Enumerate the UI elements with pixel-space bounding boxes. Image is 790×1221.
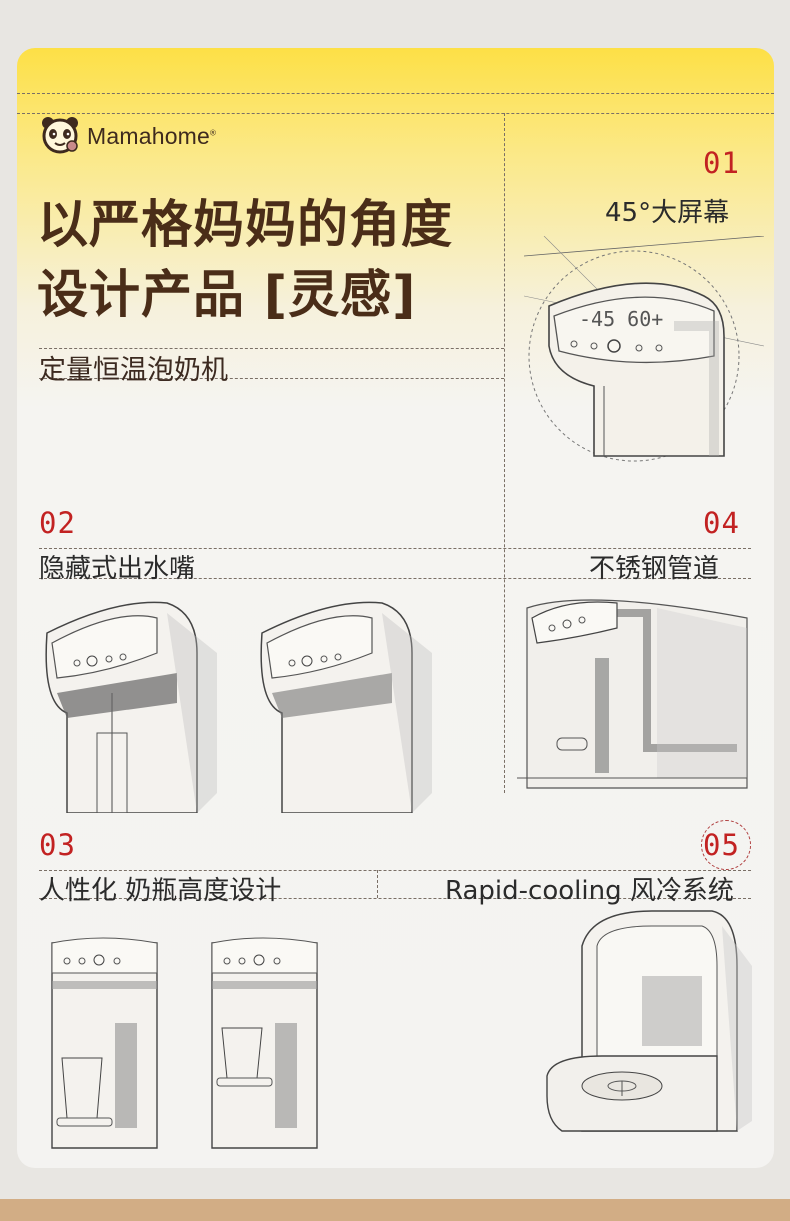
- cooling-system-sketch: [546, 910, 752, 1132]
- feature-number-02: 02: [39, 506, 76, 540]
- feature-number-01: 01: [703, 146, 740, 180]
- brand-name: Mamahome: [87, 122, 211, 149]
- guide-line: [39, 898, 751, 899]
- registered-mark: ®: [210, 127, 217, 137]
- poster-card: Mamahome® 以严格妈妈的角度 设计产品 [灵感] 定量恒温泡奶机 01 …: [17, 48, 774, 1168]
- feature-number-03: 03: [39, 828, 76, 862]
- feature-label-02: 隐藏式出水嘴: [39, 554, 196, 584]
- feature-label-04: 不锈钢管道: [589, 554, 720, 584]
- bottle-height-sketch: [51, 937, 318, 1149]
- feature-label-01: 45°大屏幕: [605, 198, 730, 228]
- steel-pipe-sketch: [517, 599, 748, 789]
- headline-line-2: 设计产品 [灵感]: [37, 266, 417, 325]
- guide-line: [377, 870, 378, 898]
- hidden-spout-sketch: [45, 601, 432, 813]
- guide-line: [39, 870, 751, 871]
- guide-line: [39, 548, 751, 549]
- feature-number-05: 05: [703, 828, 740, 862]
- feature-label-05: Rapid-cooling 风冷系统: [445, 876, 734, 906]
- feature-label-03: 人性化 奶瓶高度设计: [39, 876, 282, 906]
- guide-line: [39, 348, 504, 349]
- panda-logo-icon: [42, 117, 78, 154]
- guide-line: [39, 578, 751, 579]
- display-panel-sketch: -45 60+: [524, 236, 764, 462]
- guide-line: [17, 93, 774, 94]
- display-reading: -45 60+: [579, 307, 663, 331]
- feature-number-04: 04: [703, 506, 740, 540]
- guide-line: [504, 113, 505, 793]
- bottom-band: [0, 1199, 790, 1221]
- product-subtitle: 定量恒温泡奶机: [39, 355, 228, 386]
- headline-line-1: 以严格妈妈的角度: [37, 196, 454, 255]
- guide-line: [17, 113, 774, 114]
- feature-05-circle-mark: [701, 820, 751, 870]
- brand-logo: Mamahome®: [39, 114, 216, 158]
- guide-line: [39, 378, 504, 379]
